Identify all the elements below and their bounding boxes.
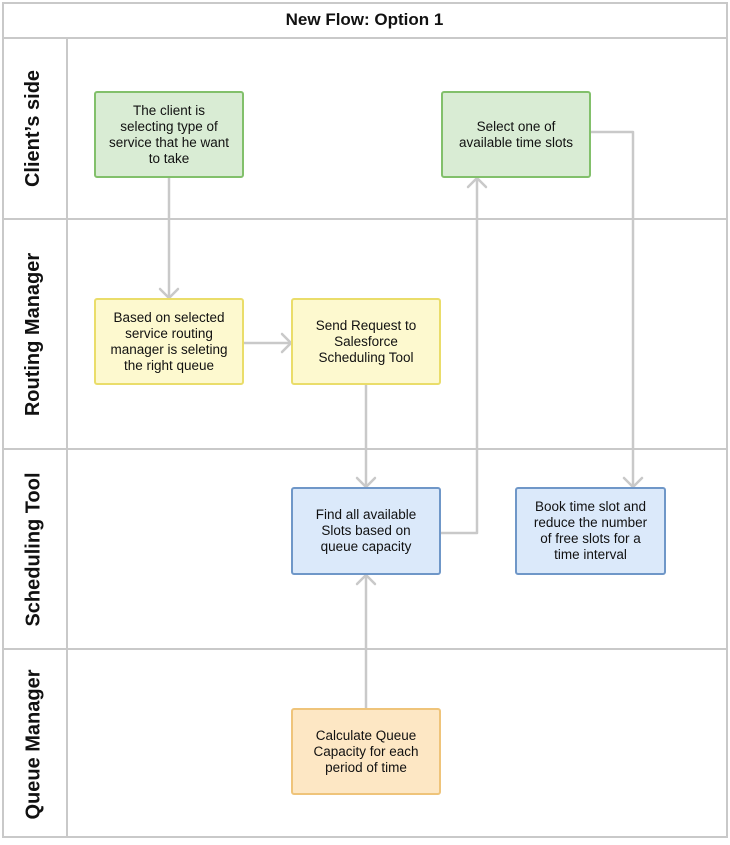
diagram-title: New Flow: Option 1 [285,10,444,29]
node-scheduling-find-slots: Find all available Slots based on queue … [291,487,441,575]
node-queue-calculate-capacity: Calculate Queue Capacity for each period… [291,708,441,795]
arrow-select-slot-to-book [589,130,635,489]
node-client-select-slot: Select one of available time slots [441,91,591,178]
node-routing-send-request: Send Request to Salesforce Scheduling To… [291,298,441,385]
node-routing-select-queue: Based on selected service routing manage… [94,298,244,385]
arrow-find-to-select-slot [439,176,479,535]
node-client-select-service: The client is selecting type of service … [94,91,244,178]
arrowhead-find-to-select-slot [466,176,488,189]
title-divider [2,37,728,39]
node-scheduling-book-slot: Book time slot and reduce the number of … [515,487,666,575]
lane-divider-1 [2,218,728,220]
label-column-divider [66,37,68,838]
arrowhead-capacity-to-find [355,573,377,586]
